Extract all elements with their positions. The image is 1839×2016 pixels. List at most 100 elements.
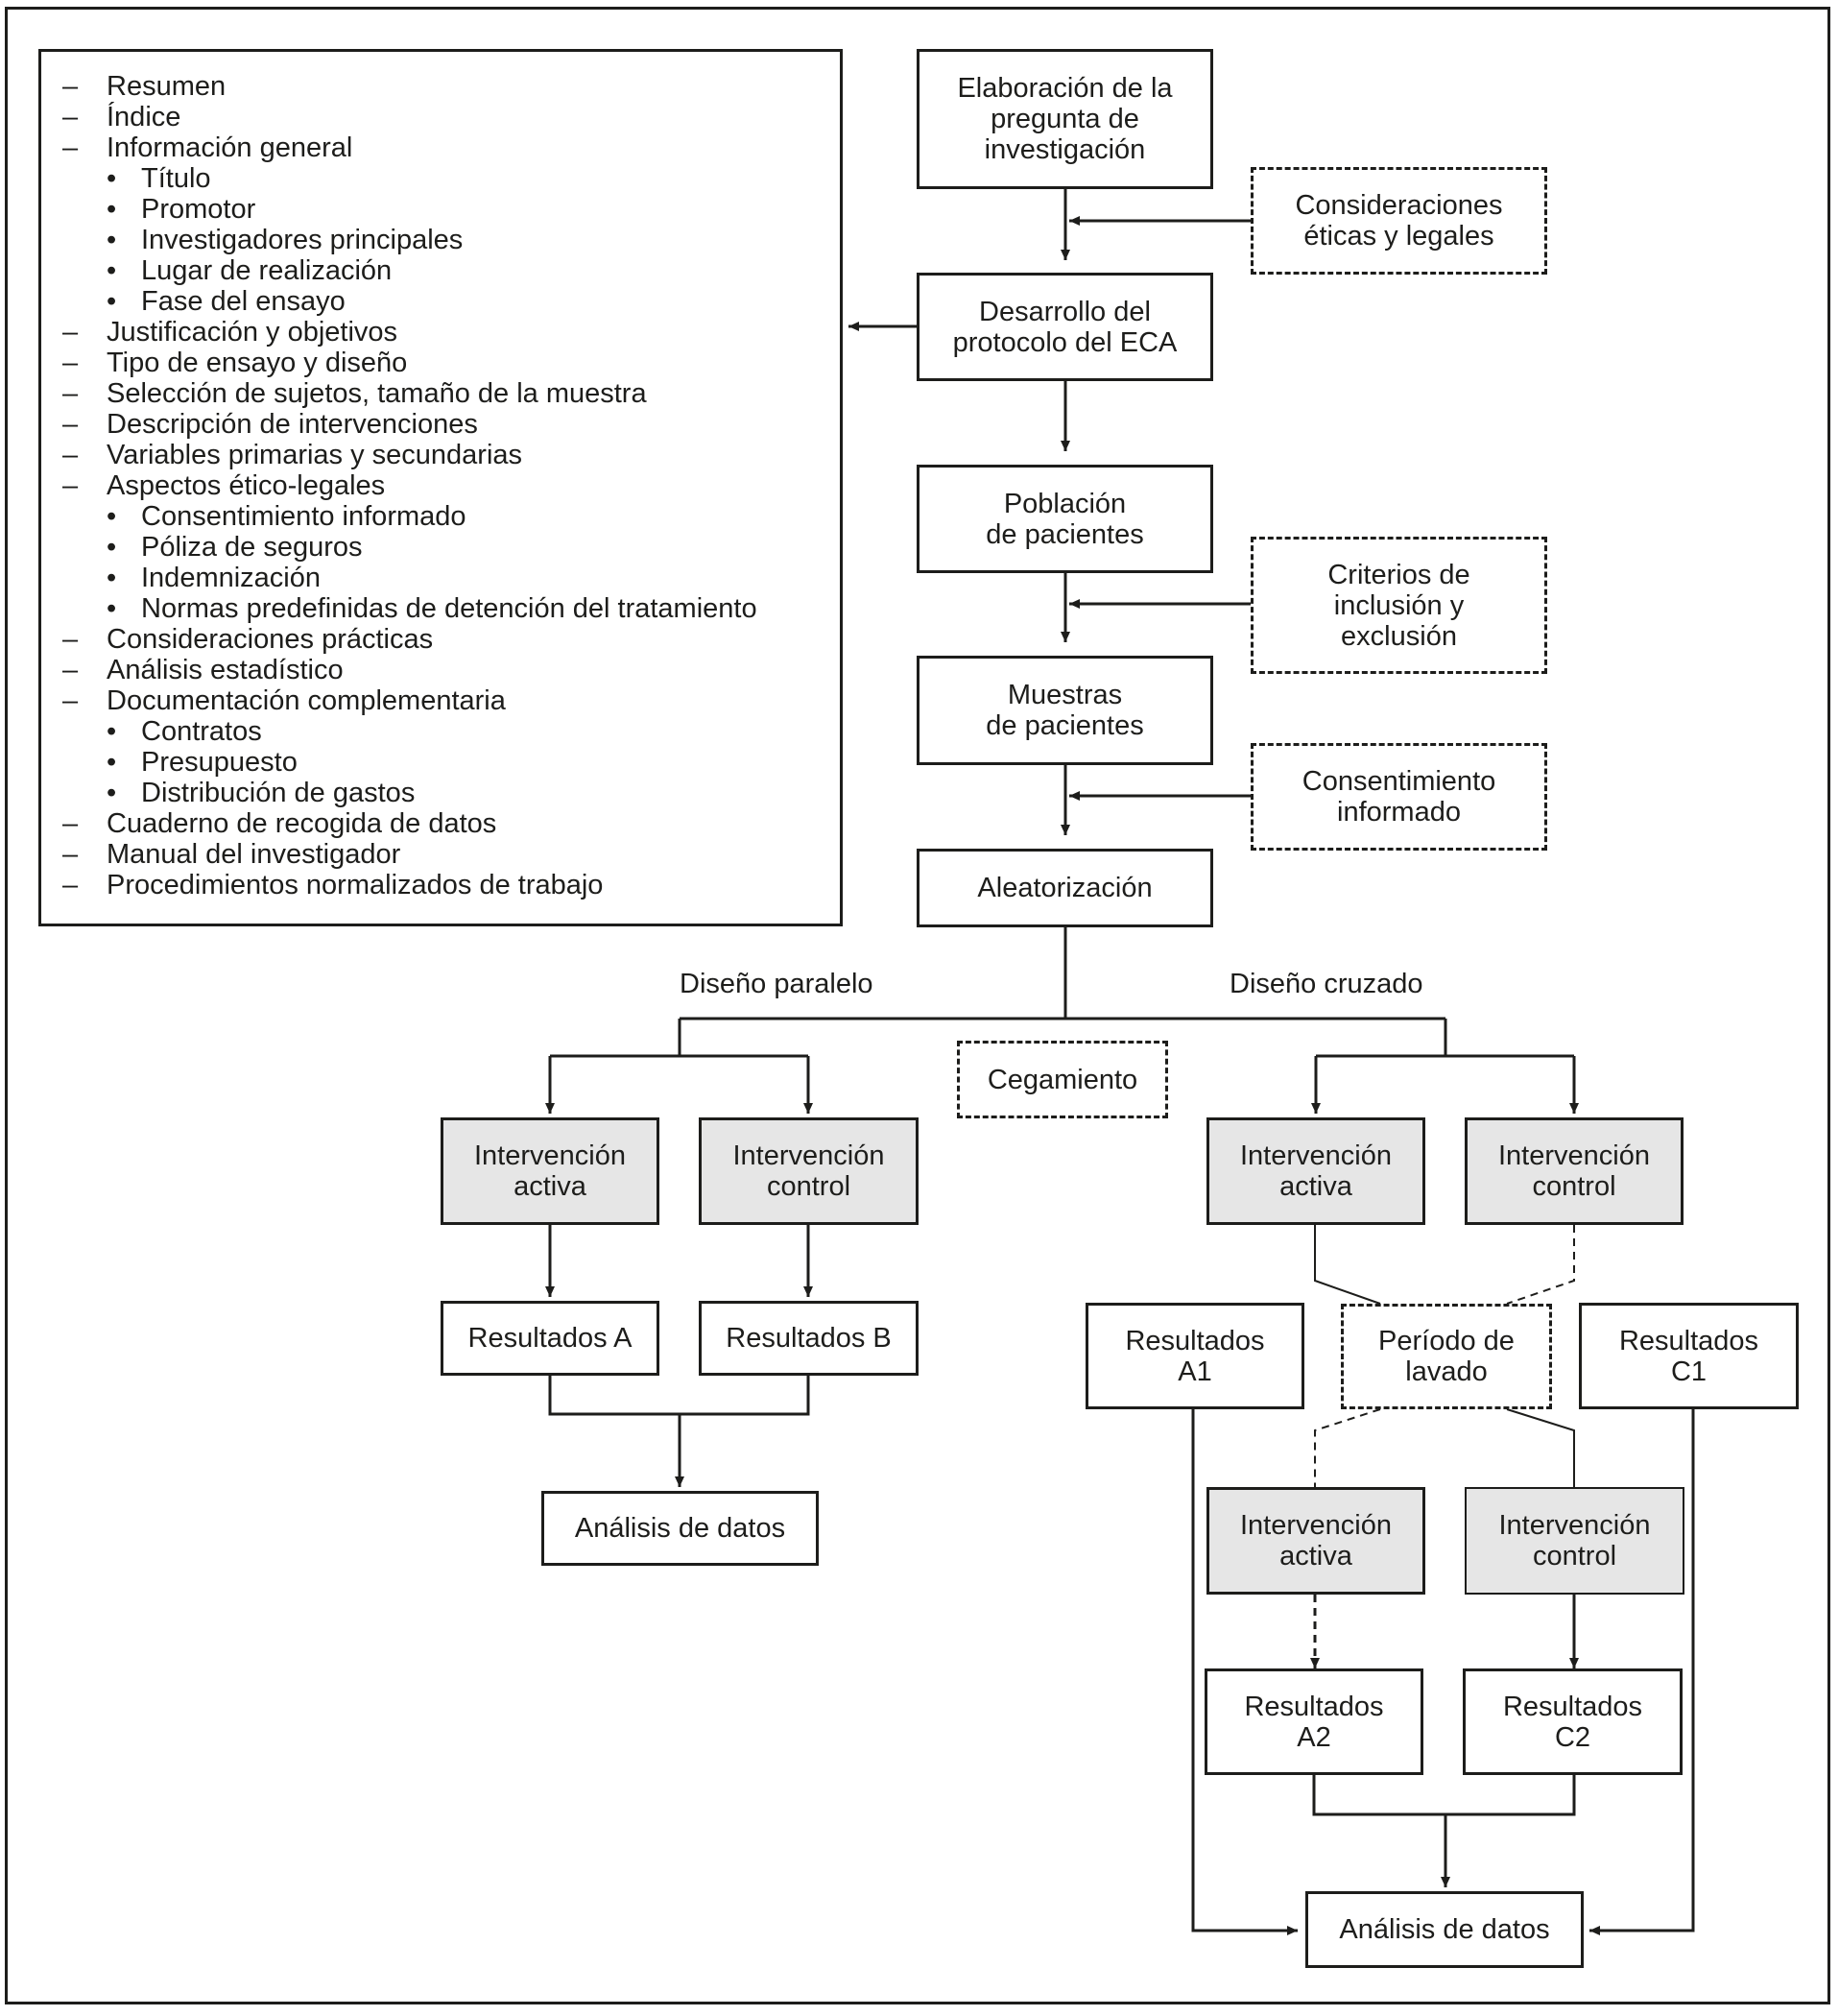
contents-item-text: Promotor: [141, 194, 256, 225]
contents-subitem: •Normas predefinidas de detención del tr…: [62, 593, 840, 624]
box-paralelo-intervencion-activa: Intervención activa: [441, 1117, 659, 1225]
contents-subitem: • Indemnización: [62, 563, 840, 593]
contents-subitem: •Fase del ensayo: [62, 286, 840, 317]
box-cruzado-intervencion-activa-1: Intervención activa: [1206, 1117, 1425, 1225]
box-label: Resultados B: [726, 1323, 892, 1354]
line-lavado-activa2: [1314, 1408, 1381, 1487]
box-criterios-inclusion: Criterios de inclusión y exclusión: [1251, 537, 1547, 674]
bullet-marker: •: [107, 163, 117, 194]
contents-item-text: Contratos: [141, 716, 262, 747]
box-pregunta-investigacion: Elaboración de la pregunta de investigac…: [917, 49, 1213, 189]
box-label: Análisis de datos: [1339, 1914, 1550, 1945]
box-cruzado-intervencion-control-1: Intervención control: [1465, 1117, 1684, 1225]
contents-item-text: Cuaderno de recogida de datos: [107, 808, 497, 839]
box-cruzado-intervencion-control-2: Intervención control: [1465, 1487, 1684, 1595]
protocol-contents-list: –Resumen–Índice–Información general•Títu…: [38, 49, 843, 926]
contents-item-text: Manual del investigador: [107, 839, 401, 870]
box-label: Resultados C2: [1502, 1691, 1643, 1753]
line-lavado-control2: [1506, 1408, 1575, 1487]
contents-item-text: Presupuesto: [141, 747, 298, 778]
box-consentimiento-informado: Consentimiento informado: [1251, 743, 1547, 851]
contents-item: –Consideraciones prácticas: [62, 624, 840, 655]
box-consideraciones-eticas: Consideraciones éticas y legales: [1251, 167, 1547, 275]
dash-marker: –: [62, 440, 79, 470]
figure-frame: [5, 7, 1830, 2004]
box-paralelo-analisis-datos: Análisis de datos: [541, 1491, 819, 1566]
box-paralelo-intervencion-control: Intervención control: [699, 1117, 919, 1225]
contents-subitem: •Consentimiento informado: [62, 501, 840, 532]
contents-subitem: • Presupuesto: [62, 747, 840, 778]
contents-subitem: • Contratos: [62, 716, 840, 747]
contents-subitem: •Lugar de realización: [62, 255, 840, 286]
label-diseno-cruzado: Diseño cruzado: [1230, 969, 1423, 999]
contents-item-text: Póliza de seguros: [141, 532, 363, 563]
contents-item: –Cuaderno de recogida de datos: [62, 808, 840, 839]
box-protocolo-eca: Desarrollo del protocolo del ECA: [917, 273, 1213, 381]
bullet-marker: •: [107, 225, 117, 255]
box-label: Intervención control: [732, 1140, 885, 1202]
box-label: Resultados A2: [1244, 1691, 1384, 1753]
box-label: Intervención control: [1498, 1510, 1651, 1572]
bullet-marker: •: [107, 747, 117, 778]
contents-item: –Justificación y objetivos: [62, 317, 840, 348]
box-periodo-lavado: Período de lavado: [1341, 1304, 1552, 1409]
dash-marker: –: [62, 685, 79, 716]
contents-item: –Índice: [62, 102, 840, 132]
dash-marker: –: [62, 71, 79, 102]
box-label: Resultados A1: [1125, 1325, 1265, 1387]
box-label: Análisis de datos: [574, 1513, 786, 1544]
contents-item-text: Fase del ensayo: [141, 286, 346, 317]
box-label: Intervención control: [1498, 1140, 1650, 1202]
contents-item: –Procedimientos normalizados de trabajo: [62, 870, 840, 900]
dash-marker: –: [62, 839, 79, 870]
box-aleatorizacion: Aleatorización: [917, 849, 1213, 927]
dash-marker: –: [62, 102, 79, 132]
box-label: Población de pacientes: [986, 488, 1144, 550]
line-control1-lavado: [1506, 1225, 1575, 1305]
contents-subitem: •Título: [62, 163, 840, 194]
line-activa1-lavado: [1314, 1225, 1381, 1305]
contents-item-text: Consideraciones prácticas: [107, 624, 434, 655]
contents-item-text: Aspectos ético-legales: [107, 470, 386, 501]
contents-item: –Tipo de ensayo y diseño: [62, 348, 840, 378]
dash-marker: –: [62, 317, 79, 348]
contents-item: –Análisis estadístico: [62, 655, 840, 685]
box-resultados-c2: Resultados C2: [1463, 1668, 1683, 1775]
box-label: Elaboración de la pregunta de investigac…: [957, 73, 1173, 165]
contents-item-text: Investigadores principales: [141, 225, 464, 255]
contents-item-text: Descripción de intervenciones: [107, 409, 478, 440]
box-muestras-pacientes: Muestras de pacientes: [917, 656, 1213, 765]
contents-item: –Selección de sujetos, tamaño de la mues…: [62, 378, 840, 409]
box-label: Consideraciones éticas y legales: [1295, 190, 1503, 252]
box-label: Cegamiento: [987, 1064, 1138, 1095]
box-resultados-a1: Resultados A1: [1086, 1303, 1304, 1409]
contents-item-text: Lugar de realización: [141, 255, 393, 286]
bullet-marker: •: [107, 716, 117, 747]
arrow-resa1-analisis: [1191, 1409, 1298, 1935]
dash-marker: –: [62, 348, 79, 378]
contents-item-text: Justificación y objetivos: [107, 317, 398, 348]
bullet-marker: •: [107, 563, 117, 593]
contents-item-text: Consentimiento informado: [141, 501, 466, 532]
box-resultados-b: Resultados B: [699, 1301, 919, 1376]
contents-item: –Aspectos ético-legales: [62, 470, 840, 501]
dash-marker: –: [62, 132, 79, 163]
contents-subitem: •Póliza de seguros: [62, 532, 840, 563]
dash-marker: –: [62, 378, 79, 409]
box-label: Intervención activa: [474, 1140, 626, 1202]
contents-item-text: Análisis estadístico: [107, 655, 344, 685]
box-label: Criterios de inclusión y exclusión: [1327, 559, 1470, 652]
dash-marker: –: [62, 870, 79, 900]
arrow-resc1-analisis: [1589, 1409, 1695, 1935]
bullet-marker: •: [107, 593, 117, 624]
bullet-marker: •: [107, 778, 117, 808]
dash-marker: –: [62, 808, 79, 839]
line-res-paralelo-join: [548, 1376, 810, 1416]
contents-item: –Documentación complementaria: [62, 685, 840, 716]
box-label: Resultados C1: [1618, 1325, 1759, 1387]
bullet-marker: •: [107, 194, 117, 225]
contents-item-text: Selección de sujetos, tamaño de la muest…: [107, 378, 647, 409]
contents-item-text: Procedimientos normalizados de trabajo: [107, 870, 604, 900]
contents-item-text: Indemnización: [141, 563, 321, 593]
